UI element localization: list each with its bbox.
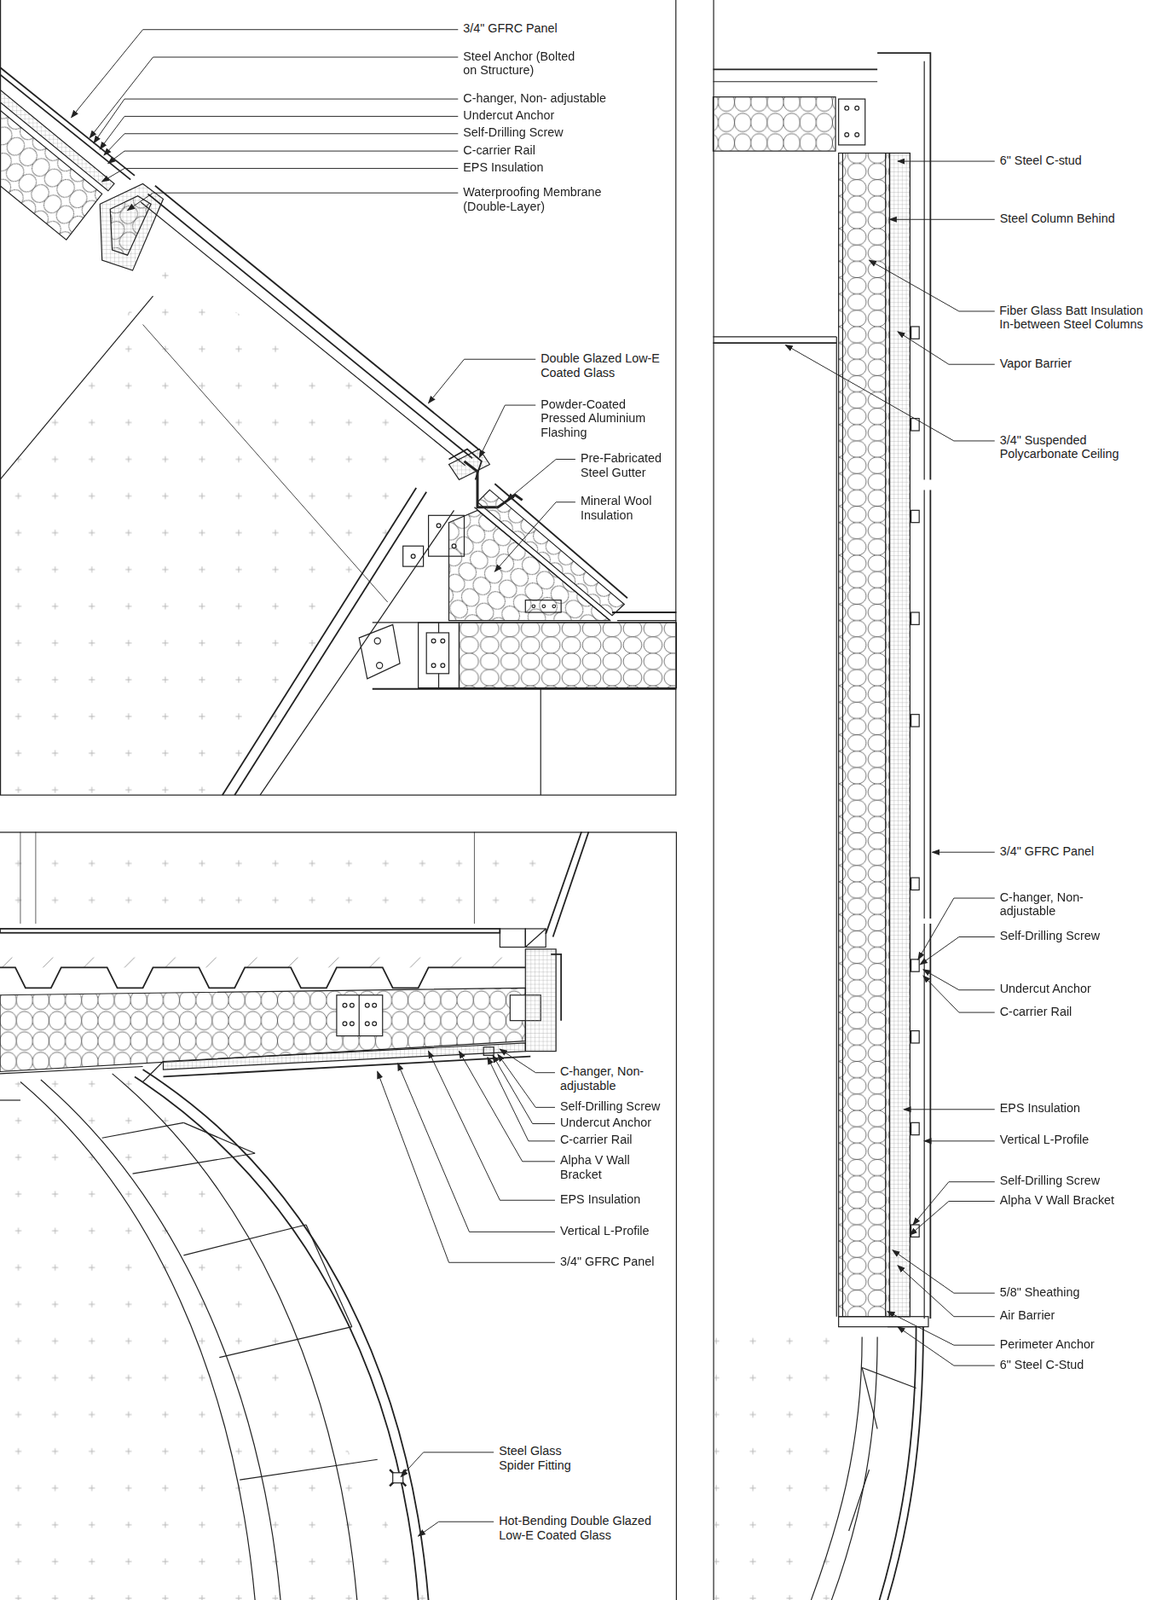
callout-label: Powder-Coated Pressed Aluminium Flashing	[539, 397, 665, 440]
callout-label: C-hanger, Non- adjustable	[999, 889, 1104, 919]
callout-label: C-carrier Rail	[999, 1004, 1074, 1019]
callout-label: Perimeter Anchor	[999, 1336, 1096, 1352]
callout-label: EPS Insulation	[999, 1100, 1082, 1116]
callout-label: Vertical L-Profile	[559, 1223, 651, 1238]
callout-label: C-carrier Rail	[462, 143, 537, 158]
callout-label: EPS Insulation	[559, 1191, 642, 1207]
callout-label: 5/8" Sheathing	[999, 1284, 1082, 1300]
callout-label: Vapor Barrier	[999, 356, 1074, 371]
callout-label: Self-Drilling Screw	[559, 1098, 662, 1114]
callout-label: Waterproofing Membrane (Double-Layer)	[462, 184, 618, 214]
callout-label: Hot-Bending Double Glazed Low-E Coated G…	[497, 1513, 669, 1543]
callout-label: Self-Drilling Screw	[462, 125, 565, 140]
callout-label: Undercut Anchor	[462, 108, 555, 123]
callout-label: Pre-Fabricated Steel Gutter	[579, 450, 674, 480]
callout-label: Self-Drilling Screw	[999, 928, 1102, 943]
callout-label: Vertical L-Profile	[999, 1132, 1091, 1147]
callout-label: 3/4" GFRC Panel	[462, 21, 559, 36]
callout-label: C-carrier Rail	[559, 1132, 634, 1147]
callout-label: 6" Steel C-Stud	[999, 1357, 1086, 1372]
callout-label: Alpha V Wall Bracket	[999, 1192, 1116, 1208]
callout-label: Double Glazed Low-E Coated Glass	[539, 351, 670, 381]
callout-label: 3/4" GFRC Panel	[559, 1254, 656, 1269]
callout-label: Mineral Wool Insulation	[579, 493, 669, 523]
callout-label: 6" Steel C-stud	[999, 152, 1083, 168]
callout-label: Steel Column Behind	[999, 211, 1116, 226]
callout-label: Undercut Anchor	[999, 981, 1093, 996]
callout-label: C-hanger, Non- adjustable	[462, 91, 608, 106]
callout-label: C-hanger, Non- adjustable	[559, 1063, 664, 1093]
callout-label: Alpha V Wall Bracket	[559, 1152, 643, 1182]
callout-label: 3/4" Suspended Polycarbonate Ceiling	[999, 432, 1134, 462]
callout-label: Undercut Anchor	[559, 1115, 653, 1130]
callout-label: Steel Anchor (Bolted on Structure)	[462, 48, 592, 78]
callout-label: Fiber Glass Batt Insulation In-between S…	[998, 302, 1159, 332]
callout-label: Air Barrier	[999, 1307, 1057, 1323]
callout-label: Steel Glass Spider Fitting	[497, 1443, 597, 1473]
callout-label: 3/4" GFRC Panel	[999, 844, 1096, 859]
callout-label: EPS Insulation	[462, 160, 545, 175]
callout-label: Self-Drilling Screw	[999, 1173, 1102, 1188]
